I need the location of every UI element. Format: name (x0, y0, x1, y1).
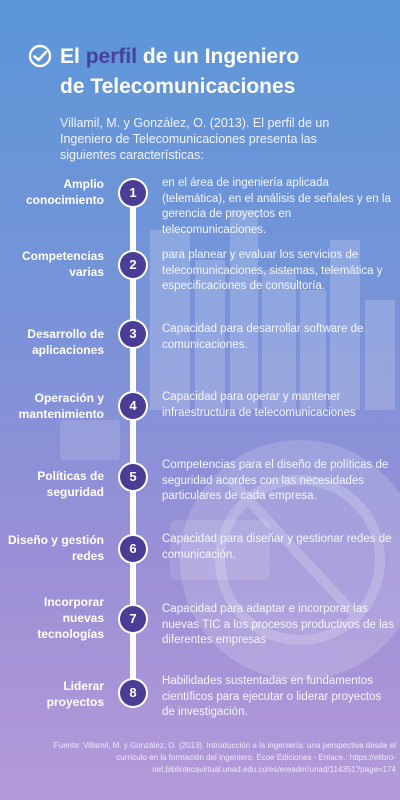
item-title: Operación y mantenimiento (18, 391, 104, 421)
item-number: 2 (120, 252, 146, 278)
source-citation: Fuente: Villamil, M. y González, O. (201… (53, 741, 396, 774)
item-description: en el área de ingeniería aplicada (telem… (162, 177, 391, 236)
item-title: Diseño y gestión redes (7, 533, 104, 563)
item-title: Desarrollo de aplicaciones (27, 327, 104, 357)
item-number: 7 (120, 606, 146, 632)
timeline-line (130, 185, 136, 705)
item-number: 1 (120, 180, 146, 206)
item-description: para planear y evaluar los servicios de … (162, 249, 383, 292)
item-number: 4 (120, 393, 146, 419)
item-description: Capacidad para diseñar y gestionar redes… (162, 533, 392, 561)
item-number: 5 (120, 464, 146, 490)
item-title: Amplio conocimiento (25, 177, 104, 207)
item-description: Habilidades sustentadas en fundamentos c… (162, 675, 382, 718)
check-badge-icon (28, 44, 52, 68)
item-number: 6 (120, 536, 146, 562)
item-number: 3 (120, 321, 146, 347)
intro-text: Villamil, M. y González, O. (2013). El p… (60, 116, 330, 162)
item-title: Liderar proyectos (46, 679, 104, 709)
item-number: 8 (120, 680, 146, 706)
title-accent: perfil (85, 45, 138, 68)
title-line-1: El perfil de un Ingeniero (60, 45, 300, 68)
title-line-2: de Telecomunicaciones (60, 75, 296, 98)
item-title: Incorporar nuevas tecnologías (37, 595, 104, 641)
item-description: Competencias para el diseño de políticas… (162, 459, 389, 502)
item-title: Políticas de seguridad (37, 469, 104, 499)
item-title: Competencias varias (21, 249, 104, 279)
item-description: Capacidad para adaptar e incorporar las … (162, 603, 394, 646)
item-description: Capacidad para desarrollar software de c… (162, 323, 364, 351)
item-description: Capacidad para operar y mantener infraes… (162, 391, 356, 419)
